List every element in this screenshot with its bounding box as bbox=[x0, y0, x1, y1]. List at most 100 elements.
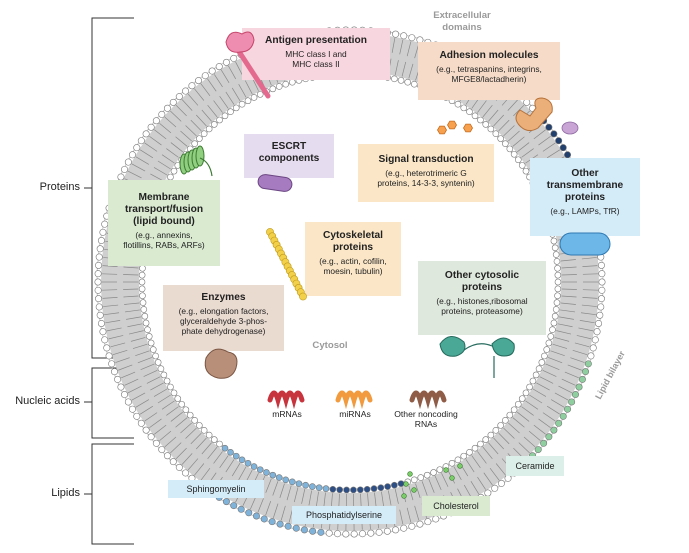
actin-bead-icon bbox=[299, 292, 307, 301]
signal-hexagon-icon bbox=[447, 120, 457, 130]
lipid-tail bbox=[187, 458, 199, 471]
lipid-tail bbox=[323, 492, 326, 508]
lipid-tail bbox=[465, 459, 475, 473]
lipid-tail bbox=[225, 459, 235, 473]
lipid-head bbox=[182, 87, 190, 95]
lipid-head bbox=[593, 328, 601, 336]
lipid-head bbox=[275, 83, 283, 90]
phosphatidylserine-label: Phosphatidylserine bbox=[292, 506, 396, 524]
lipid-tail bbox=[477, 451, 487, 464]
lipid-tail bbox=[273, 503, 279, 518]
lipid-tail bbox=[195, 437, 207, 450]
lipid-head bbox=[551, 312, 559, 320]
lipid-tail bbox=[441, 473, 449, 487]
lipid-head bbox=[545, 123, 553, 131]
lipid-head bbox=[552, 306, 560, 313]
lipid-head bbox=[587, 352, 595, 360]
lipid-head bbox=[497, 135, 504, 142]
lipid-head bbox=[208, 67, 216, 75]
lipid-tail bbox=[536, 382, 550, 391]
lipid-head bbox=[553, 299, 561, 306]
lipid-head bbox=[555, 419, 563, 427]
lipid-head bbox=[282, 80, 290, 88]
lipid-head bbox=[114, 375, 122, 383]
lipid-tail bbox=[166, 406, 179, 416]
lipid-tail bbox=[482, 446, 493, 460]
lipid-head bbox=[94, 270, 102, 278]
lipid-head bbox=[325, 529, 333, 537]
lipid-tail bbox=[265, 478, 272, 493]
lipid-head bbox=[535, 365, 543, 372]
lipid-tail bbox=[550, 399, 565, 408]
lipid-tail bbox=[135, 399, 150, 408]
lipid-head bbox=[158, 110, 166, 118]
lipid-head bbox=[269, 85, 277, 93]
lipid-tail bbox=[477, 100, 487, 113]
lipid-head bbox=[514, 156, 522, 164]
lipid-head bbox=[534, 446, 542, 454]
signal-box bbox=[358, 144, 494, 202]
lipid-head bbox=[117, 383, 125, 391]
lipid-head bbox=[140, 306, 148, 313]
lipid-tail bbox=[175, 136, 188, 147]
lipid-head bbox=[149, 346, 157, 353]
lipid-head bbox=[510, 150, 518, 158]
lipid-head bbox=[163, 452, 171, 460]
lipid-tail bbox=[503, 125, 515, 137]
lipid-tail bbox=[124, 378, 139, 386]
lipid-tail bbox=[406, 507, 412, 523]
lipid-tail bbox=[175, 447, 187, 460]
lipid-head bbox=[551, 244, 559, 252]
signal-detail: (e.g., heterotrimeric G proteins, 14-3-3… bbox=[377, 168, 475, 188]
lipid-head bbox=[598, 270, 606, 278]
lipid-head bbox=[564, 405, 572, 413]
lipid-tail bbox=[542, 412, 556, 422]
lipid-head bbox=[375, 528, 383, 536]
lipid-head bbox=[497, 479, 505, 487]
lipid-head bbox=[350, 486, 357, 494]
lipid-head bbox=[329, 485, 337, 493]
lipid-tail bbox=[207, 78, 217, 92]
lipid-tail bbox=[471, 455, 481, 469]
lipid-tail bbox=[574, 342, 590, 348]
lipid-head bbox=[545, 339, 553, 347]
signal-hexagon-icon bbox=[463, 123, 473, 133]
lipid-head bbox=[133, 144, 141, 152]
lipid-head bbox=[142, 130, 150, 138]
lipid-head bbox=[244, 97, 252, 105]
lipid-head bbox=[300, 526, 308, 534]
lipid-head bbox=[482, 436, 490, 443]
lipid-head bbox=[210, 436, 218, 443]
lipid-tail bbox=[143, 370, 158, 377]
lipid-head bbox=[491, 484, 499, 492]
lipid-head bbox=[178, 400, 186, 408]
lipid-tail bbox=[118, 364, 133, 371]
lipid-head bbox=[269, 471, 277, 479]
lipid-head bbox=[128, 151, 136, 159]
lipid-tail bbox=[561, 378, 576, 386]
ceramide-label: Ceramide bbox=[506, 456, 564, 476]
enzymes-detail: (e.g., elongation factors, glyceraldehyd… bbox=[178, 306, 269, 336]
lipid-head bbox=[559, 412, 567, 420]
lipid-head bbox=[289, 478, 296, 486]
lipid-tail bbox=[190, 119, 202, 132]
lipid-head bbox=[552, 251, 560, 258]
lipid-head bbox=[309, 527, 317, 535]
lipid-tail bbox=[546, 149, 561, 159]
lipid-tail bbox=[578, 327, 594, 332]
lipid-tail bbox=[545, 363, 560, 371]
antigen-detail: MHC class I and MHC class II bbox=[285, 49, 347, 69]
lipid-tail bbox=[483, 472, 493, 486]
lipid-head bbox=[145, 333, 153, 340]
lipid-tail bbox=[561, 266, 577, 269]
lipid-head bbox=[221, 112, 229, 120]
lipid-tail bbox=[581, 304, 597, 307]
lipid-tail bbox=[127, 170, 142, 179]
lipid-tail bbox=[228, 65, 237, 80]
lipid-head bbox=[502, 140, 509, 147]
lipid-tail bbox=[153, 167, 168, 176]
lipid-tail bbox=[110, 342, 126, 348]
lipid-head bbox=[322, 485, 330, 492]
lipid-head bbox=[477, 440, 484, 448]
lipid-tail bbox=[388, 490, 392, 506]
